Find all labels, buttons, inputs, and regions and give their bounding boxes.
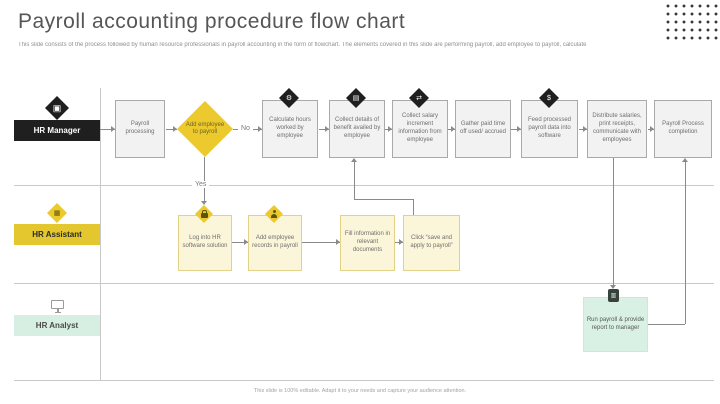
step-calculate-hours: Calculate hours worked by employee: [262, 100, 318, 158]
step-run-payroll-report: Run payroll & provide report to manager: [583, 297, 648, 352]
connector-loopback: [354, 199, 414, 200]
arrowhead: [351, 158, 357, 162]
dollar-glyph: $: [547, 94, 551, 102]
dot-grid-decoration: [664, 2, 718, 42]
lane-divider-assistant-analyst: [14, 283, 714, 284]
lane-divider-manager-assistant: [14, 185, 714, 186]
lock-glyph: [200, 210, 208, 218]
lane-label-hr-analyst: HR Analyst: [14, 315, 100, 336]
step-distribute-salaries: Distribute salaries, print receipts, com…: [587, 100, 647, 158]
transfer-arrows-icon: ⇄: [409, 88, 429, 108]
lane-label-hr-assistant: HR Assistant: [14, 224, 100, 245]
step-feed-payroll-data: Feed processed payroll data into softwar…: [521, 100, 578, 158]
document-icon: ▤: [346, 88, 366, 108]
calculator-glyph: ▦: [53, 209, 61, 217]
connector: [613, 158, 614, 288]
step-click-save-apply: Click “save and apply to payroll”: [403, 215, 460, 271]
arrowhead: [610, 285, 616, 289]
arrowhead: [517, 126, 521, 132]
connector-loopback: [413, 199, 414, 215]
lane-divider-bottom: [14, 380, 714, 381]
connector: [302, 242, 340, 243]
person-add-icon: [265, 205, 283, 223]
page-title: Payroll accounting procedure flow chart: [18, 10, 406, 33]
connector: [511, 129, 521, 130]
lane-divider-vertical: [100, 88, 101, 380]
yes-edge-label: Yes: [192, 181, 210, 188]
report-glyph: ▥: [610, 293, 617, 299]
arrowhead: [682, 158, 688, 162]
connector-yes-branch: [204, 157, 205, 201]
calculator-icon: ▦: [47, 203, 67, 223]
step-add-employee-records: Add employee records in payroll: [248, 215, 302, 271]
connector: [166, 129, 177, 130]
step-collect-benefit-details: Collect details of benefit availed by em…: [329, 100, 385, 158]
step-payroll-processing: Payroll processing: [115, 100, 165, 158]
document-glyph: ▤: [352, 94, 360, 102]
page-subtitle: This slide consists of the process follo…: [18, 42, 587, 48]
step-payroll-completion: Payroll Process completion: [654, 100, 712, 158]
step-fill-information: Fill information in relevant documents: [340, 215, 395, 271]
id-badge-glyph: ▣: [52, 102, 62, 113]
step-collect-salary-increment: Collect salary increment information fro…: [392, 100, 448, 158]
person-glyph: [270, 210, 278, 218]
connector: [232, 242, 248, 243]
arrowhead: [388, 126, 392, 132]
monitor-icon: [51, 300, 64, 313]
lane-label-text: HR Analyst: [35, 321, 79, 330]
report-icon: ▥: [608, 289, 619, 302]
connector: [100, 129, 115, 130]
arrowhead: [173, 126, 177, 132]
arrowhead: [244, 239, 248, 245]
step-gather-pto: Gather paid time off used/ accrued: [455, 100, 511, 158]
arrowhead: [451, 126, 455, 132]
lock-icon: [195, 205, 213, 223]
arrowhead: [111, 126, 115, 132]
id-badge-icon: ▣: [45, 96, 69, 120]
arrowhead: [399, 239, 403, 245]
gear-glyph: ⚙: [285, 94, 293, 102]
connector: [685, 162, 686, 324]
arrowhead: [201, 201, 207, 205]
slide-footer-note: This slide is 100% editable. Adapt it to…: [253, 388, 467, 394]
arrowhead: [258, 126, 262, 132]
arrowhead: [650, 126, 654, 132]
lane-label-text: HR Manager: [33, 126, 81, 135]
arrowhead: [325, 126, 329, 132]
gear-icon: ⚙: [279, 88, 299, 108]
lane-label-hr-manager: HR Manager: [14, 120, 100, 141]
connector: [319, 129, 329, 130]
arrowhead: [583, 126, 587, 132]
no-edge-label: No: [238, 125, 253, 132]
connector: [648, 324, 685, 325]
arrowhead: [336, 239, 340, 245]
dollar-icon: $: [539, 88, 559, 108]
decision-add-employee: Add employee to payroll: [177, 101, 233, 157]
lane-label-text: HR Assistant: [32, 230, 82, 239]
decision-label: Add employee to payroll: [185, 121, 225, 136]
transfer-glyph: ⇄: [416, 94, 422, 102]
step-log-into-hr-software: Log into HR software solution: [178, 215, 232, 271]
connector-loopback: [354, 162, 355, 199]
